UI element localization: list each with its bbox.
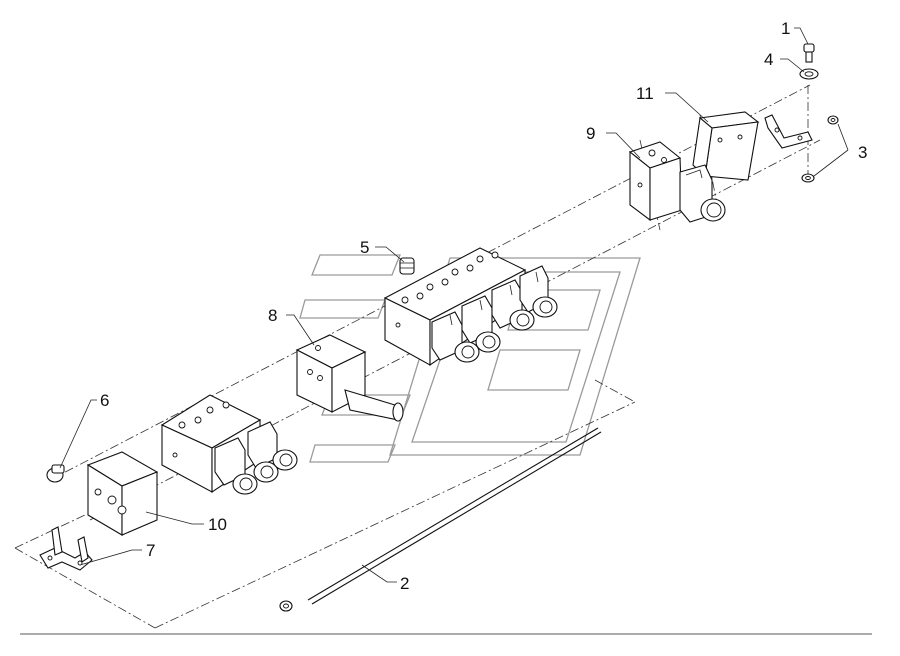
cover-plate-part-11 [692, 111, 760, 181]
bolt-part-1 [803, 43, 815, 63]
callout-8: 8 [268, 306, 277, 325]
plug-part-6 [46, 464, 65, 483]
callout-labels: 1 2 3 4 5 6 7 8 9 10 11 [100, 19, 867, 593]
washer-part-4 [799, 68, 819, 80]
callout-11: 11 [636, 84, 654, 103]
end-plate-part-10 [86, 451, 159, 536]
valve-manifold-4-station [383, 247, 558, 367]
callout-1: 1 [781, 19, 790, 38]
callout-3: 3 [858, 143, 867, 162]
callout-9: 9 [586, 124, 595, 143]
callout-5: 5 [360, 238, 369, 257]
bracket-part-3 [764, 114, 813, 149]
nut-part-3-lower [801, 173, 815, 183]
callout-4: 4 [764, 50, 773, 69]
nut-part-3-upper [827, 115, 839, 125]
adapter-block-part-8 [295, 334, 404, 422]
leader-lines [59, 27, 849, 583]
end-valve-block-part-9 [628, 141, 726, 223]
tie-rod-part-2 [279, 427, 602, 612]
bracket-part-7 [39, 526, 93, 571]
watermark-logo [299, 254, 641, 463]
callout-10: 10 [208, 515, 227, 534]
valve-manifold-2-station [160, 394, 298, 495]
callout-6: 6 [100, 391, 109, 410]
callout-7: 7 [146, 541, 155, 560]
callout-2: 2 [400, 574, 409, 593]
